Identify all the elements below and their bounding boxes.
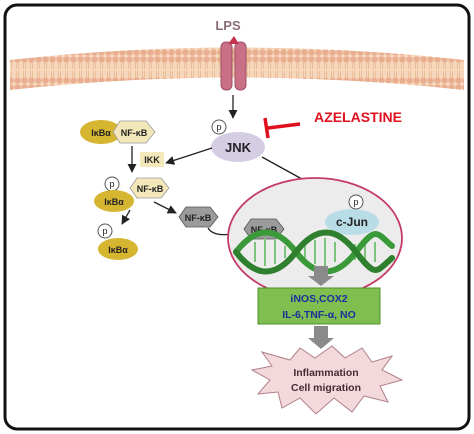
receptor-icon — [220, 36, 247, 91]
arrow-jnk-ikk — [165, 147, 213, 165]
jnk-node: JNK — [211, 132, 265, 162]
gene-line-1: iNOS,COX2 — [290, 293, 347, 305]
outcome-line-2: Cell migration — [291, 382, 361, 394]
svg-text:p: p — [353, 197, 358, 207]
inhibition-bar — [263, 117, 270, 139]
lps-label: LPS — [215, 18, 241, 33]
svg-text:IκBα: IκBα — [104, 197, 124, 207]
cjun-phospho-badge: p — [348, 194, 364, 210]
ikk-label: IKK — [144, 155, 160, 165]
outcome-starburst: Inflammation Cell migration — [250, 345, 404, 415]
arrow-genes-outcome — [308, 326, 334, 349]
gene-line-2: IL-6,TNF-α, NO — [282, 309, 356, 321]
svg-text:IκBα: IκBα — [91, 128, 111, 138]
free-nfkb: NF-κB — [178, 206, 219, 228]
svg-text:p: p — [102, 226, 107, 236]
ikk-node: IKK — [140, 152, 164, 167]
svg-text:NF-κB: NF-κB — [121, 128, 148, 138]
svg-text:NF-κB: NF-κB — [185, 213, 212, 223]
arrow-to-free-ikba — [121, 209, 131, 225]
svg-text:NF-κB: NF-κB — [137, 184, 164, 194]
azelastine-label: AZELASTINE — [314, 109, 402, 125]
jnk-phospho-badge: p — [211, 119, 227, 135]
ikba-nfkb-complex-2: p IκBα NF-κB — [94, 176, 170, 212]
svg-text:IκBα: IκBα — [108, 245, 128, 255]
svg-text:p: p — [216, 122, 221, 132]
inhibition-line — [267, 122, 301, 130]
svg-text:p: p — [109, 179, 114, 189]
outcome-line-1: Inflammation — [293, 367, 358, 379]
cjun-label: c-Jun — [336, 215, 368, 229]
arrow-nucleus-genes — [308, 266, 334, 286]
free-ikba: p IκBα — [97, 223, 138, 260]
cjun-node: c-Jun — [325, 209, 379, 235]
jnk-label: JNK — [225, 140, 252, 155]
ikba-nfkb-complex-1: IκBα NF-κB — [80, 120, 156, 144]
gene-box: iNOS,COX2 IL-6,TNF-α, NO — [257, 287, 381, 325]
arrow-to-free-nfkb — [153, 201, 177, 214]
